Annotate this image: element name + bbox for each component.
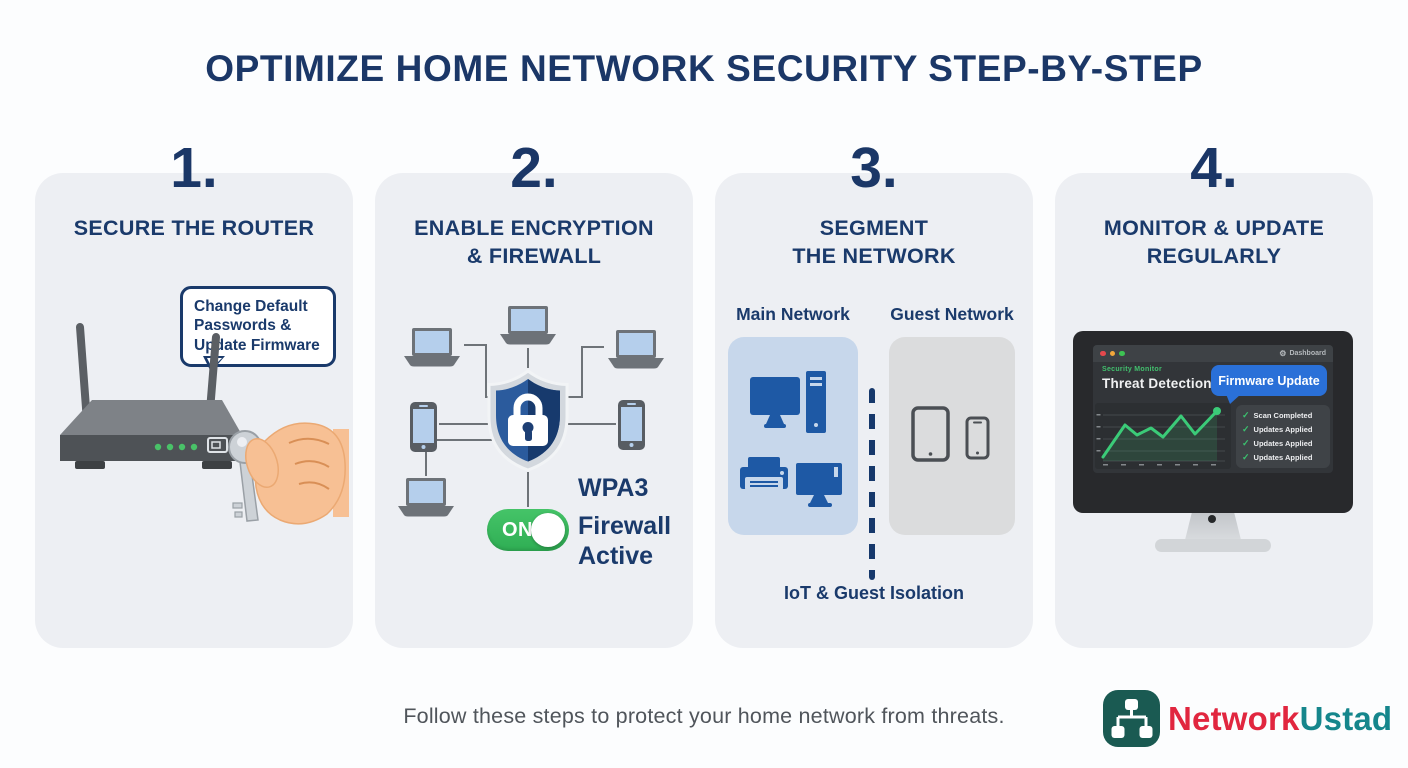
shield-network-illustration bbox=[398, 306, 664, 517]
maximize-icon[interactable] bbox=[1119, 350, 1125, 357]
step-3-heading: SEGMENT THE NETWORK bbox=[792, 216, 956, 268]
threat-chart-line bbox=[1101, 409, 1219, 459]
checklist-item: ✓ Scan Completed bbox=[1242, 410, 1324, 421]
main-network-label: Main Network bbox=[736, 304, 850, 324]
laptop-icon bbox=[404, 328, 460, 367]
step-3-card: SEGMENT THE NETWORK Main Network Guest N… bbox=[715, 173, 1033, 648]
phone-icon bbox=[410, 402, 437, 452]
window-titlebar: ⚙ Dashboard bbox=[1093, 345, 1333, 362]
threat-activity-chart bbox=[1095, 403, 1231, 469]
step-1-card: SECURE THE ROUTER Change Default Passwor… bbox=[35, 173, 353, 648]
minimize-icon[interactable] bbox=[1109, 350, 1115, 357]
step-3-number: 3. bbox=[850, 136, 898, 200]
monitor-icon bbox=[796, 463, 842, 507]
pc-tower-icon bbox=[806, 371, 826, 433]
guest-network-zone bbox=[889, 337, 1015, 535]
laptop-icon bbox=[608, 330, 664, 369]
chart-gridlines bbox=[1103, 414, 1225, 462]
hand-icon bbox=[245, 422, 349, 525]
close-icon[interactable] bbox=[1100, 350, 1106, 357]
network-divider-dashed bbox=[869, 388, 875, 580]
checklist-label: Updates Applied bbox=[1253, 439, 1313, 448]
desktop-icon bbox=[750, 377, 800, 428]
window-subtitle: Security Monitor bbox=[1102, 366, 1163, 373]
check-icon: ✓ bbox=[1242, 424, 1250, 434]
main-network-zone bbox=[728, 337, 858, 535]
wpa3-label: WPA3 bbox=[578, 474, 649, 502]
monitor-logo-dot bbox=[1208, 515, 1216, 523]
speech-bubble: Change Default Passwords & Update Firmwa… bbox=[180, 286, 336, 373]
monitor-screen: ⚙ Dashboard Security Monitor Threat Dete… bbox=[1073, 331, 1353, 513]
laptop-icon bbox=[500, 306, 556, 345]
step-2-card: ENABLE ENCRYPTION & FIREWALL bbox=[375, 173, 693, 648]
threat-detection-title: Threat Detection bbox=[1102, 376, 1212, 391]
router-body bbox=[60, 400, 242, 469]
lock-shackle bbox=[513, 393, 543, 420]
laptop-icon bbox=[398, 478, 454, 517]
toggle-on-label: ON bbox=[502, 519, 533, 541]
page-title: OPTIMIZE HOME NETWORK SECURITY STEP-BY-S… bbox=[205, 48, 1203, 89]
monitor-stand-base bbox=[1155, 539, 1271, 552]
network-lines bbox=[425, 344, 616, 507]
step-2-number: 2. bbox=[510, 136, 558, 200]
window-menu[interactable]: ⚙ Dashboard bbox=[1279, 348, 1326, 358]
dashboard-window: ⚙ Dashboard Security Monitor Threat Dete… bbox=[1093, 345, 1333, 473]
threat-chart-endpoint bbox=[1213, 407, 1221, 415]
check-icon: ✓ bbox=[1242, 438, 1250, 448]
checklist-item: ✓ Updates Applied bbox=[1242, 452, 1324, 463]
guest-network-devices bbox=[911, 406, 990, 462]
brand-name-secondary: Ustad bbox=[1299, 699, 1393, 737]
chart-tick-marks bbox=[1096, 414, 1216, 466]
brand-name-primary: Network bbox=[1168, 699, 1300, 737]
check-icon: ✓ bbox=[1242, 452, 1250, 462]
checklist-item: ✓ Updates Applied bbox=[1242, 438, 1324, 449]
check-icon: ✓ bbox=[1242, 410, 1250, 420]
phone-icon bbox=[618, 400, 645, 450]
brand-logo bbox=[1103, 690, 1160, 747]
main-network-devices bbox=[740, 371, 842, 507]
firewall-toggle[interactable]: ON bbox=[487, 509, 569, 551]
guest-network-label: Guest Network bbox=[890, 304, 1014, 324]
router-leds bbox=[154, 443, 198, 451]
router-port bbox=[207, 437, 228, 453]
step-4-card: MONITOR & UPDATE REGULARLY ⚙ Dashboard S… bbox=[1055, 173, 1373, 648]
toggle-knob bbox=[531, 513, 565, 547]
menu-label: Dashboard bbox=[1289, 350, 1326, 357]
step-2-heading: ENABLE ENCRYPTION & FIREWALL bbox=[414, 216, 654, 268]
printer-icon bbox=[740, 457, 788, 490]
checklist-item: ✓ Updates Applied bbox=[1242, 424, 1324, 435]
smartphone-icon bbox=[965, 416, 990, 460]
router-illustration bbox=[60, 323, 349, 525]
checklist-label: Updates Applied bbox=[1253, 453, 1313, 462]
step-1-number: 1. bbox=[170, 136, 218, 200]
firmware-update-notification[interactable]: Firmware Update bbox=[1211, 365, 1327, 404]
firewall-active-label: Firewall Active bbox=[578, 512, 672, 570]
step-4-number: 4. bbox=[1190, 136, 1238, 200]
isolation-caption: IoT & Guest Isolation bbox=[783, 583, 964, 603]
step-1-heading: SECURE THE ROUTER bbox=[73, 216, 315, 240]
shield-lock-icon bbox=[487, 369, 569, 472]
tablet-icon bbox=[911, 406, 950, 462]
checklist-label: Updates Applied bbox=[1253, 425, 1313, 434]
checklist-label: Scan Completed bbox=[1253, 411, 1313, 420]
footer-tagline: Follow these steps to protect your home … bbox=[403, 704, 1005, 728]
gear-icon: ⚙ bbox=[1279, 348, 1287, 358]
update-checklist: ✓ Scan Completed ✓ Updates Applied ✓ Upd… bbox=[1236, 405, 1330, 468]
network-topology-icon bbox=[1111, 699, 1153, 738]
step-4-heading: MONITOR & UPDATE REGULARLY bbox=[1103, 216, 1325, 268]
